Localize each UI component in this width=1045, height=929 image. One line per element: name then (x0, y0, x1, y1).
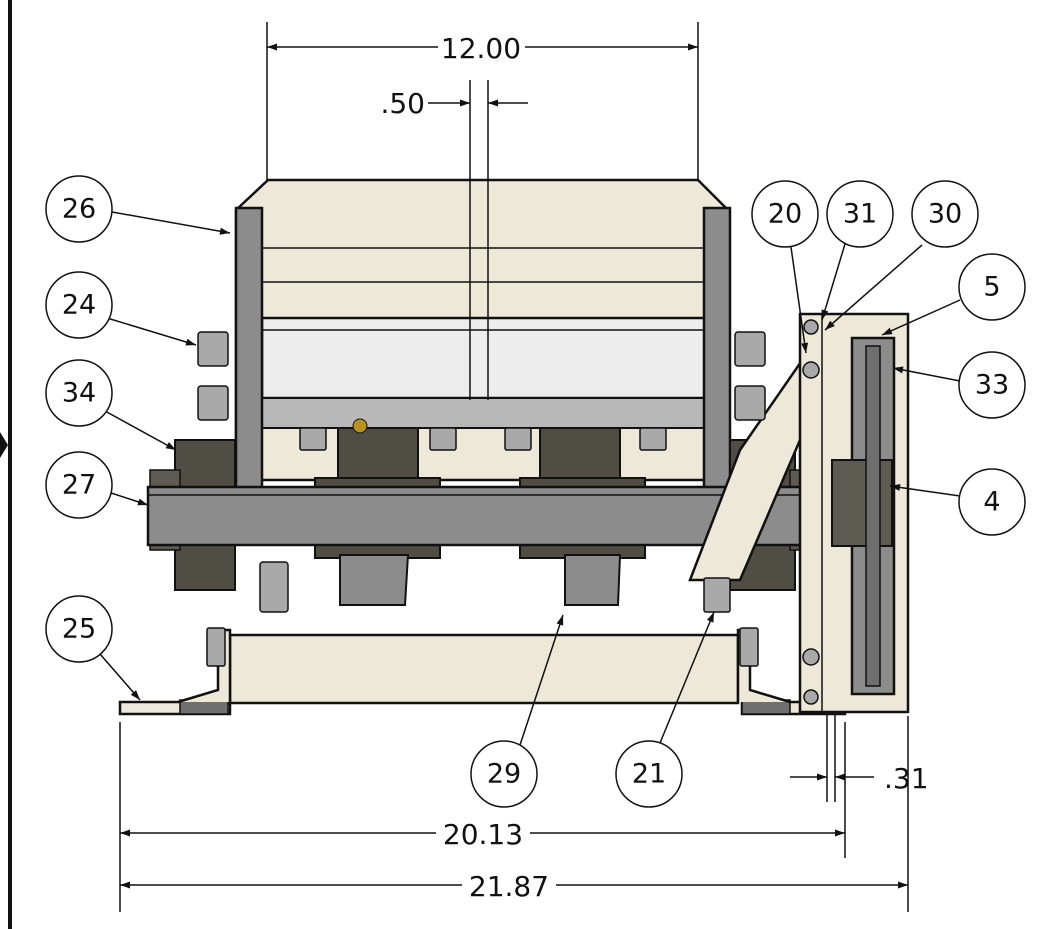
bolt-head-icon (803, 689, 819, 705)
base-foot-pad-right (741, 699, 791, 715)
dim-flange: .31 (884, 762, 929, 795)
balloon-5-label: 5 (983, 272, 1000, 303)
hex-nut-icon (504, 427, 532, 451)
balloon-33 (958, 351, 1026, 419)
balloon-25 (45, 595, 113, 663)
dim-base-length: 20.13 (443, 818, 523, 851)
pillow-block-cap-left (339, 554, 410, 606)
balloon-34 (45, 359, 113, 427)
balloon-29-label: 29 (487, 759, 521, 790)
balloon-21-label: 21 (632, 759, 666, 790)
balloon-26 (45, 175, 113, 243)
assembly (118, 178, 910, 716)
balloon-5 (958, 253, 1026, 321)
bolt-head-icon (803, 319, 819, 335)
pillow-block-cap-right (564, 554, 622, 606)
balloons: 26 24 34 27 25 20 31 30 5 33 4 29 21 (45, 175, 1026, 808)
hex-nut-icon (734, 385, 766, 421)
balloon-25-label: 25 (62, 614, 96, 645)
balloon-27 (45, 451, 113, 519)
balloon-21 (615, 740, 683, 808)
balloon-34-label: 34 (62, 378, 96, 409)
pillow-block-top-left (337, 427, 419, 479)
base-foot-pad-left (179, 699, 229, 715)
hex-nut-icon (197, 331, 229, 367)
carrier-roller (260, 316, 714, 400)
balloon-20-label: 20 (768, 199, 802, 230)
hex-nut-icon (734, 331, 766, 367)
balloon-30-label: 30 (928, 199, 962, 230)
balloon-31-label: 31 (843, 199, 877, 230)
dimensions: 12.00 .50 .31 20.13 21.87 (119, 22, 929, 912)
pillow-block-top-right (539, 427, 621, 479)
balloon-29 (470, 740, 538, 808)
hex-nut-icon (639, 427, 667, 451)
balloon-30 (911, 180, 979, 248)
bolt-head-icon (802, 648, 820, 666)
fasteners (197, 319, 820, 705)
sheet-edge-marker (0, 432, 8, 458)
balloon-26-label: 26 (62, 194, 96, 225)
balloon-24 (45, 271, 113, 339)
roller-bracket-band (261, 397, 713, 429)
balloon-4-label: 4 (983, 487, 1000, 518)
dim-overall-length: 21.87 (469, 870, 549, 903)
balloon-31 (826, 180, 894, 248)
dim-gap: .50 (380, 87, 425, 120)
balloon-27-label: 27 (62, 470, 96, 501)
grease-fitting (352, 418, 368, 434)
side-plate-right (702, 206, 732, 490)
hex-nut-icon (703, 577, 731, 613)
hex-nut-icon (197, 385, 229, 421)
balloon-20 (751, 180, 819, 248)
hex-nut-icon (429, 427, 457, 451)
bolt-head-icon (802, 361, 820, 379)
hex-nut-icon (259, 561, 289, 613)
hex-nut-icon (206, 627, 226, 667)
hex-nut-icon (739, 627, 759, 667)
lower-channel (228, 633, 740, 705)
side-plate-left (234, 206, 264, 490)
hex-nut-icon (299, 427, 327, 451)
dim-top-width: 12.00 (441, 32, 521, 65)
balloon-24-label: 24 (62, 290, 96, 321)
balloon-4 (958, 468, 1026, 536)
balloon-33-label: 33 (975, 370, 1009, 401)
sprocket-hub (831, 459, 893, 547)
